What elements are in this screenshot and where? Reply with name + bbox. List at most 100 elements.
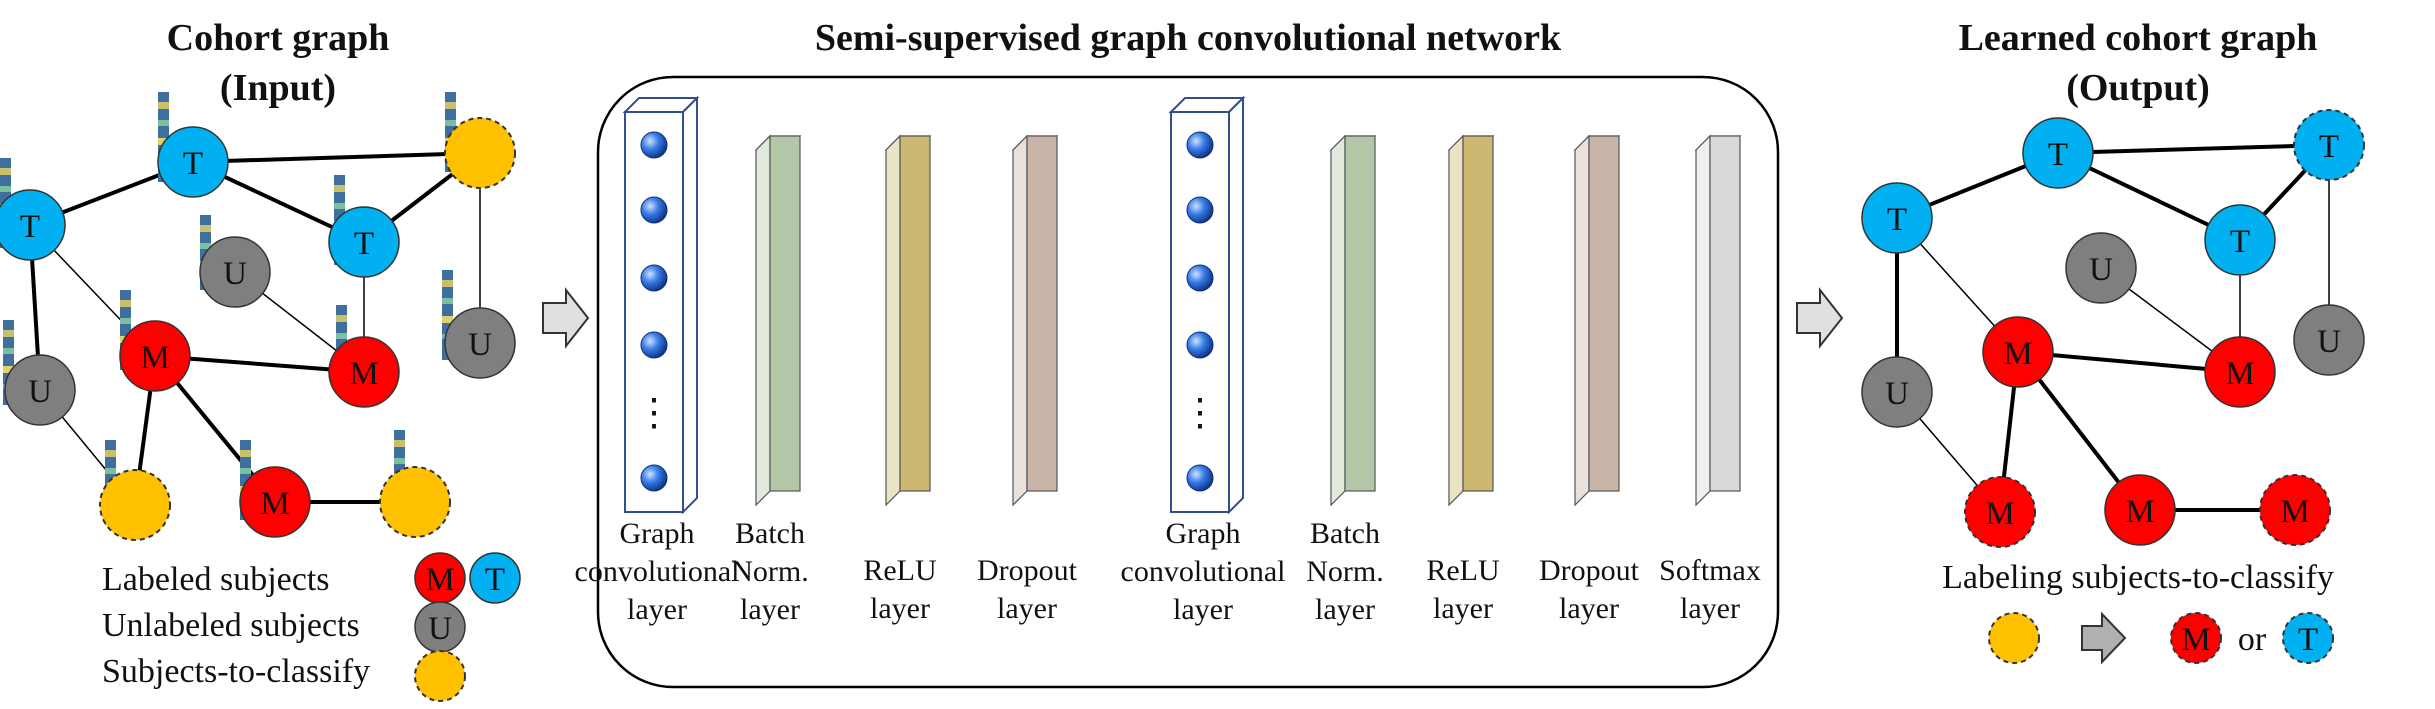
node-label: M [2003, 336, 2032, 372]
node-label: M [349, 356, 378, 392]
layer-label: Norm. [731, 555, 809, 588]
node-t: T [0, 189, 66, 261]
layer-label: layer [627, 593, 687, 626]
output-legend: Labeling subjects-to-classify M or T [1942, 559, 2334, 665]
legend-node-t-classified: T [2282, 612, 2334, 664]
node-t: T [1861, 182, 1933, 254]
node-t: T [157, 126, 229, 198]
slab-left-face [1695, 134, 1711, 507]
neuron-icon [640, 464, 668, 492]
input-title-line1: Cohort graph [167, 17, 390, 59]
layer-label: Softmax [1659, 554, 1761, 587]
gcn-block-side [1228, 95, 1244, 515]
input-title-line2: (Input) [220, 67, 336, 109]
node-label: U [468, 327, 492, 363]
input-cohort-graph: T T T U U M M U [0, 92, 516, 541]
node-label: T [183, 146, 203, 182]
layer-label: Graph [1166, 517, 1241, 550]
legend-node-m-classified: M [2170, 612, 2222, 664]
neuron-icon [640, 264, 668, 292]
gcn-block-front [624, 111, 684, 513]
node-label: T [2298, 622, 2318, 658]
node-label: U [428, 611, 452, 647]
legend-unlabeled-subjects: Unlabeled subjects [102, 607, 360, 644]
node-label: T [1887, 202, 1907, 238]
slab-left-face [755, 134, 771, 507]
node-m: M [1982, 316, 2054, 388]
layer-label: layer [1433, 592, 1493, 625]
node-u: U [4, 354, 76, 426]
legend-node-subject-to-classify [414, 650, 466, 702]
layer-gcn: ⋮ Graph convolutional layer [575, 95, 740, 626]
node-label: M [140, 340, 169, 376]
classify-arrow-icon [2081, 611, 2127, 665]
slab-front [1588, 135, 1620, 492]
neuron-icon [1186, 131, 1214, 159]
node-label: U [28, 374, 52, 410]
neuron-icon [640, 196, 668, 224]
layer-label: layer [1680, 592, 1740, 625]
layer-label: convolutional [575, 555, 740, 588]
neuron-icon [1186, 264, 1214, 292]
output-legend-caption: Labeling subjects-to-classify [1942, 559, 2334, 596]
node-label: T [485, 562, 505, 598]
graph-edge [2057, 143, 2330, 155]
node-label: T [2319, 129, 2339, 165]
layer-label: convolutional [1121, 555, 1286, 588]
node-u: U [2065, 232, 2137, 304]
legend-node-subject-to-classify [1988, 612, 2040, 664]
slab-front [1709, 135, 1741, 492]
layer-label: layer [870, 592, 930, 625]
input-legend: Labeled subjects M T Unlabeled subjects … [102, 552, 521, 702]
slab-front [1344, 135, 1376, 492]
node-label: U [2317, 324, 2341, 360]
layer-label: Norm. [1306, 555, 1384, 588]
input-graph-edges [28, 151, 482, 506]
neuron-icon [640, 331, 668, 359]
graph-edge [192, 151, 481, 164]
node-label: T [20, 209, 40, 245]
network-title: Semi-supervised graph convolutional netw… [815, 17, 1562, 59]
node-label: T [2048, 137, 2068, 173]
node-label: M [260, 486, 289, 522]
node-label: U [223, 256, 247, 292]
slab-left-face [885, 134, 901, 507]
node-m: M [2104, 474, 2176, 546]
legend-labeled-subjects: Labeled subjects [102, 561, 330, 598]
slab-left-face [1330, 134, 1346, 507]
neuron-icon [640, 131, 668, 159]
node-t-classified: T [2293, 109, 2365, 181]
node-u: U [1861, 356, 1933, 428]
node-label: U [1885, 376, 1909, 412]
output-legend-or: or [2238, 621, 2267, 658]
node-label: M [2280, 494, 2309, 530]
layer-label: Dropout [977, 554, 1078, 587]
node-t: T [2022, 117, 2094, 189]
node-subject-to-classify [444, 117, 516, 189]
output-cohort-graph: T T T T U U M M [1861, 109, 2365, 548]
node-label: M [2181, 622, 2210, 658]
node-label: T [354, 226, 374, 262]
neuron-icon [1186, 331, 1214, 359]
layer-label: Graph [620, 517, 695, 550]
node-m-classified: M [1964, 476, 2036, 548]
ellipsis-icon: ⋮ [1181, 392, 1219, 434]
node-subject-to-classify [99, 469, 171, 541]
ellipsis-icon: ⋮ [635, 392, 673, 434]
node-label: U [2089, 252, 2113, 288]
layer-label: Dropout [1539, 554, 1640, 587]
legend-node-t: T [469, 552, 521, 604]
node-u: U [444, 307, 516, 379]
node-subject-to-classify [379, 466, 451, 538]
slab-left-face [1012, 134, 1028, 507]
legend-node-u: U [414, 601, 466, 653]
neuron-icon [1186, 196, 1214, 224]
node-label: M [2225, 356, 2254, 392]
node-m: M [2204, 336, 2276, 408]
slab-front [1026, 135, 1058, 492]
